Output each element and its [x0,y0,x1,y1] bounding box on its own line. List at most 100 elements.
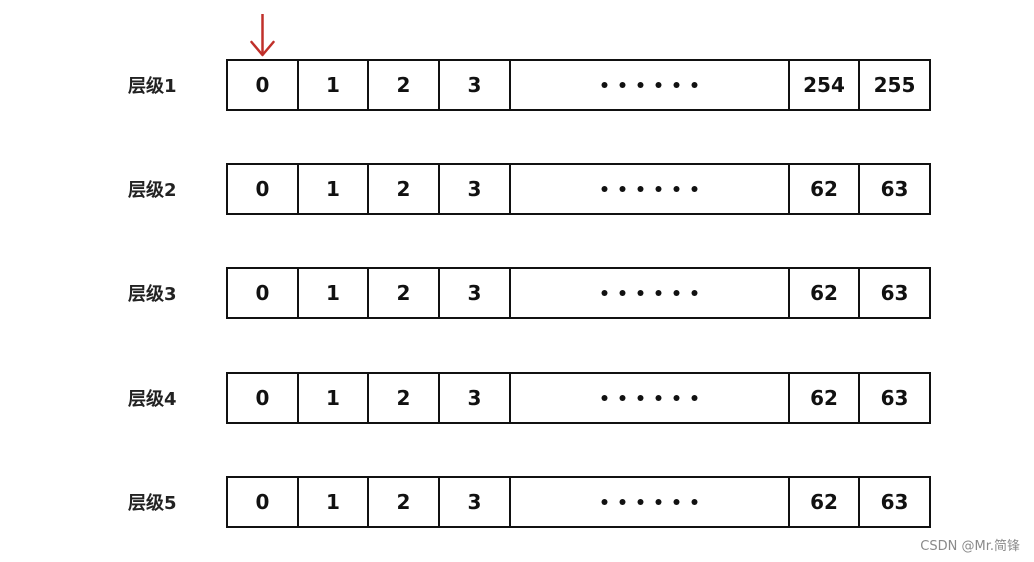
slot-label: 2 [397,177,411,201]
slot-label: 3 [468,281,482,305]
ellipsis-dot [655,290,662,296]
slot-cell [367,59,440,111]
ellipsis-slot [509,476,790,528]
slot-cell [438,267,511,319]
ellipsis-dot [691,82,698,88]
slot-cell [367,372,440,424]
ellipsis-dot [673,395,680,401]
ellipsis-dot [619,82,626,88]
ellipsis-dot [637,499,644,505]
ellipsis-dot [673,82,680,88]
level-rows: 层级1 0 1 2 3 254 255 层级2 0 1 2 3 62 63 层级3 0 1 2 3 62 63 层级4 0 1… [128,59,931,528]
slot-label: 1 [326,73,340,97]
slot-label: 3 [468,490,482,514]
slot-cell [438,372,511,424]
slot-label: 1 [326,177,340,201]
ellipsis-dot [691,499,698,505]
slot-cell [297,267,369,319]
ellipsis-dot [601,82,608,88]
slot-cell [858,372,931,424]
ellipsis-slot [509,372,790,424]
slot-label: 63 [881,281,909,305]
level-label: 层级5 [128,492,177,514]
ellipsis-dot [637,290,644,296]
slot-label: 3 [468,386,482,410]
ellipsis-dot [601,186,608,192]
slot-label: 2 [397,281,411,305]
slot-cell [788,163,860,215]
ellipsis-dot [637,395,644,401]
slot-label: 2 [397,490,411,514]
ellipsis-dot [691,290,698,296]
slot-label: 2 [397,386,411,410]
slot-label: 63 [881,386,909,410]
slot-label: 0 [256,177,270,201]
slot-label: 62 [810,177,838,201]
slot-cell [438,59,511,111]
slot-label: 1 [326,281,340,305]
slot-cell [297,476,369,528]
slot-label: 3 [468,73,482,97]
level-label: 层级3 [128,283,177,305]
ellipsis-slot [509,163,790,215]
ellipsis-dot [655,186,662,192]
slot-label: 1 [326,490,340,514]
slot-cell [297,372,369,424]
ellipsis-dot [619,395,626,401]
pointer-arrow-head [250,40,275,57]
ellipsis-slot [509,59,790,111]
level-label: 层级1 [128,75,177,97]
slot-label: 0 [256,73,270,97]
ellipsis-dot [673,186,680,192]
slot-label: 255 [874,73,916,97]
level-row-2: 层级2 0 1 2 3 62 63 [128,163,931,215]
ellipsis-slot [509,267,790,319]
slot-label: 0 [256,281,270,305]
ellipsis-dot [601,290,608,296]
ellipsis-dot [619,290,626,296]
ellipsis-dot [601,499,608,505]
ellipsis-dot [601,395,608,401]
level-row-3: 层级3 0 1 2 3 62 63 [128,267,931,319]
ellipsis-dot [691,395,698,401]
ellipsis-dot [655,395,662,401]
slot-cell [858,59,931,111]
ellipsis-dot [673,290,680,296]
slot-label: 3 [468,177,482,201]
slot-label: 62 [810,386,838,410]
slot-label: 0 [256,490,270,514]
slot-label: 62 [810,281,838,305]
ellipsis-dot [637,82,644,88]
slot-cell [788,267,860,319]
slot-cell [788,372,860,424]
slot-cell [226,163,299,215]
slot-label: 254 [803,73,845,97]
slot-cell [297,163,369,215]
slot-label: 62 [810,490,838,514]
slot-label: 63 [881,177,909,201]
slot-label: 0 [256,386,270,410]
slot-cell [367,163,440,215]
slot-cell [438,163,511,215]
ellipsis-dot [655,82,662,88]
slot-cell [367,267,440,319]
level-row-1: 层级1 0 1 2 3 254 255 [128,59,931,111]
watermark: CSDN @Mr.简锋 [920,539,1020,554]
ellipsis-dot [637,186,644,192]
level-row-4: 层级4 0 1 2 3 62 63 [128,372,931,424]
ellipsis-dot [619,499,626,505]
ellipsis-dot [619,186,626,192]
slot-cell [858,163,931,215]
ellipsis-dot [655,499,662,505]
slot-cell [858,476,931,528]
slot-cell [367,476,440,528]
ellipsis-dot [691,186,698,192]
slot-label: 1 [326,386,340,410]
current-slot-pointer [250,14,275,57]
level-label: 层级2 [128,179,177,201]
level-label: 层级4 [128,388,177,410]
slot-label: 2 [397,73,411,97]
slot-cell [858,267,931,319]
